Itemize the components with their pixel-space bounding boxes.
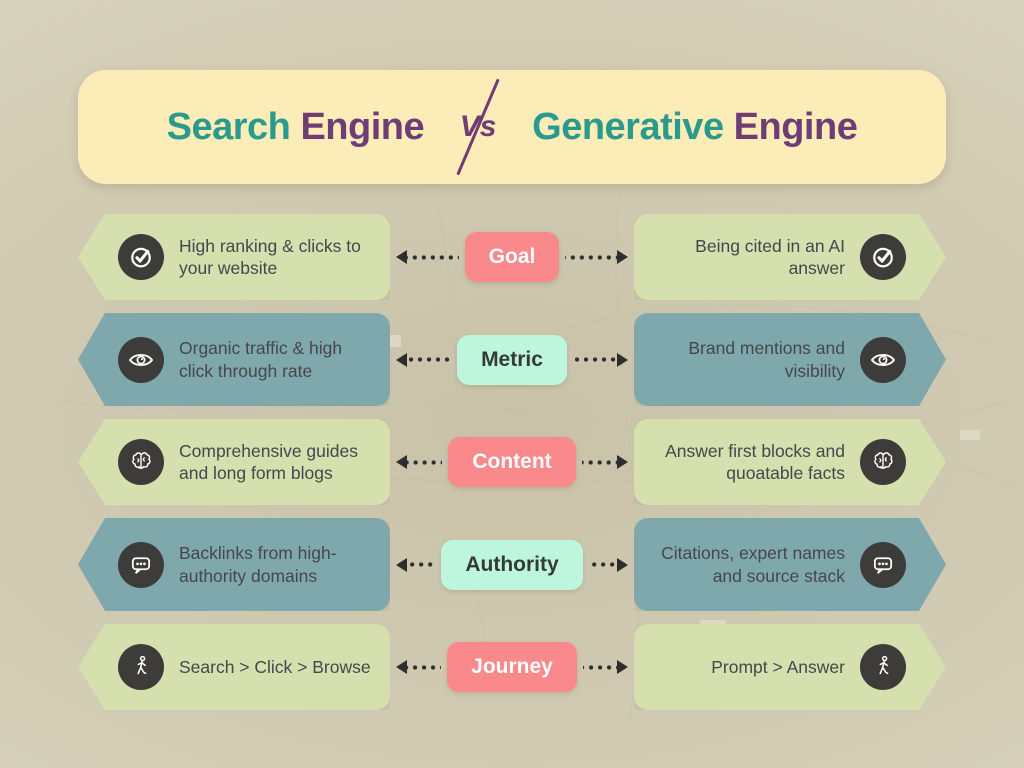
left-box-text: Search > Click > Browse (179, 656, 371, 677)
arrowhead-west-icon (396, 455, 407, 469)
chat-dots-icon (118, 541, 164, 588)
dotted-line (407, 254, 459, 260)
row-journey: Search > Click > Browse Journey Prompt >… (78, 624, 946, 710)
left-box-goal: High ranking & clicks to your website (78, 214, 390, 300)
left-box-authority: Backlinks from high-authority domains (78, 518, 390, 611)
dotted-line (572, 357, 617, 362)
left-arrow-metric (390, 352, 457, 368)
right-box-text: Being cited in an AI answer (695, 235, 845, 278)
left-box-text: High ranking & clicks to your website (179, 235, 361, 278)
dotted-line (565, 254, 617, 260)
arrowhead-west-icon (396, 250, 407, 264)
check-circle-icon (118, 234, 164, 280)
left-box-content: Comprehensive guides and long form blogs (78, 419, 390, 505)
dotted-line (407, 664, 442, 670)
badge-goal: Goal (464, 232, 560, 282)
check-circle-icon (860, 234, 906, 280)
engine-word-left: Engine (300, 105, 425, 148)
dotted-line (588, 562, 617, 567)
right-box-goal: Being cited in an AI answer (634, 214, 946, 300)
row-content: Comprehensive guides and long form blogs… (78, 419, 946, 505)
brain-icon (118, 439, 164, 485)
right-title: Generative Engine (532, 105, 858, 149)
right-box-text: Prompt > Answer (711, 656, 845, 677)
brain-icon (860, 439, 906, 485)
right-arrow-journey (577, 659, 634, 675)
arrowhead-west-icon (396, 557, 407, 572)
vs-divider: Vs (452, 72, 504, 182)
generative-word: Generative (532, 105, 724, 148)
left-box-text: Organic traffic & high click through rat… (179, 338, 343, 381)
arrowhead-east-icon (617, 250, 628, 264)
dotted-line (582, 664, 617, 670)
left-title: Search Engine (167, 106, 425, 149)
dotted-line (407, 562, 436, 567)
right-arrow-authority (583, 557, 634, 573)
arrowhead-east-icon (617, 352, 628, 367)
eye-icon (860, 337, 906, 383)
dotted-line (581, 459, 617, 465)
walking-person-icon (860, 644, 906, 690)
badge-journey: Journey (447, 642, 577, 692)
search-word: Search (166, 105, 291, 148)
arrowhead-east-icon (617, 557, 628, 572)
row-authority: Backlinks from high-authority domains Au… (78, 518, 946, 611)
left-box-text: Comprehensive guides and long form blogs (179, 440, 358, 483)
chat-dots-icon (860, 542, 906, 588)
right-box-authority: Citations, expert names and source stack (634, 518, 946, 611)
eye-icon (118, 336, 164, 383)
arrowhead-west-icon (396, 352, 407, 367)
dotted-line (407, 459, 443, 465)
walking-person-icon (118, 644, 164, 690)
right-box-metric: Brand mentions and visibility (634, 313, 946, 406)
comparison-rows: High ranking & clicks to your website Go… (78, 214, 946, 723)
right-box-content: Answer first blocks and quoatable facts (634, 419, 946, 505)
left-arrow-journey (390, 659, 447, 675)
vs-label: Vs (459, 110, 497, 143)
left-box-metric: Organic traffic & high click through rat… (78, 313, 390, 406)
left-arrow-content (390, 454, 448, 470)
badge-authority: Authority (441, 539, 583, 590)
row-goal: High ranking & clicks to your website Go… (78, 214, 946, 300)
right-box-text: Brand mentions and visibility (688, 338, 845, 381)
badge-metric: Metric (457, 334, 567, 385)
right-arrow-goal (559, 249, 634, 265)
right-box-text: Citations, expert names and source stack (661, 543, 845, 586)
left-box-journey: Search > Click > Browse (78, 624, 390, 710)
badge-content: Content (448, 437, 576, 487)
arrowhead-west-icon (396, 660, 407, 674)
arrowhead-east-icon (617, 660, 628, 674)
dotted-line (407, 357, 452, 362)
left-box-text: Backlinks from high-authority domains (179, 543, 337, 586)
left-arrow-authority (390, 557, 441, 573)
right-box-journey: Prompt > Answer (634, 624, 946, 710)
arrowhead-east-icon (617, 455, 628, 469)
engine-word-right: Engine (733, 105, 858, 148)
right-arrow-metric (567, 352, 634, 368)
right-arrow-content (576, 454, 634, 470)
left-arrow-goal (390, 249, 465, 265)
title-banner: Search Engine Vs Generative Engine (78, 70, 946, 184)
right-box-text: Answer first blocks and quoatable facts (665, 440, 845, 483)
row-metric: Organic traffic & high click through rat… (78, 313, 946, 406)
